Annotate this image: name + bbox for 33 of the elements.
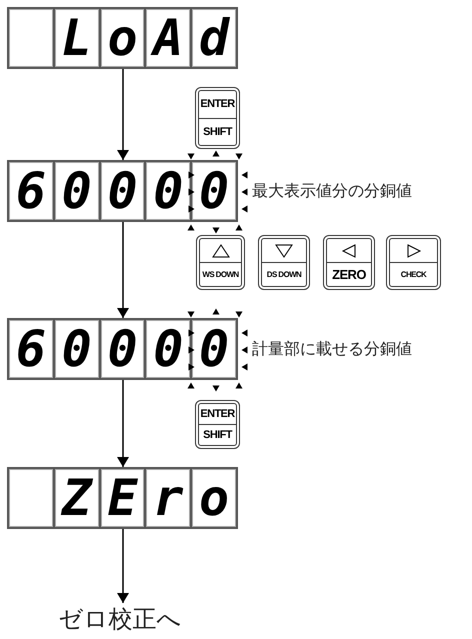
key-button: ENTER SHIFT	[195, 400, 240, 449]
display-digit: r	[153, 473, 184, 523]
display-digit: 0	[62, 166, 92, 216]
display-digit: 0	[62, 324, 92, 374]
arrow	[117, 380, 129, 467]
display-digit: E	[107, 473, 138, 523]
arrow	[117, 69, 129, 160]
key-button: CHECK	[386, 235, 441, 290]
key-button: ENTER SHIFT	[195, 87, 240, 149]
step-caption: 最大表示値分の分銅値	[252, 181, 412, 202]
display-digit: 0	[153, 166, 184, 216]
display-digit: L	[62, 13, 92, 63]
key-button: WS DOWN	[196, 235, 245, 290]
display-digit: 0	[153, 324, 184, 374]
display-digit: d	[199, 13, 230, 63]
display-digit: 6	[16, 324, 46, 374]
display-digit: 0	[199, 166, 230, 216]
arrow	[117, 222, 129, 318]
segment-display	[7, 467, 238, 529]
segment-display	[7, 7, 238, 69]
step-caption: 計量部に載せる分銅値	[252, 339, 412, 360]
display-digit: A	[153, 13, 184, 63]
arrow	[117, 529, 129, 603]
key-button: ZERO	[323, 235, 375, 290]
display-digit: 6	[16, 166, 46, 216]
display-digit: 0	[107, 324, 138, 374]
key-button: DS DOWN	[258, 235, 310, 290]
display-digit: Z	[62, 473, 92, 523]
display-digit: 0	[107, 166, 138, 216]
end-label: ゼロ校正へ	[58, 604, 182, 635]
display-digit: o	[199, 473, 230, 523]
display-digit: o	[107, 13, 138, 63]
display-digit: 0	[199, 324, 230, 374]
